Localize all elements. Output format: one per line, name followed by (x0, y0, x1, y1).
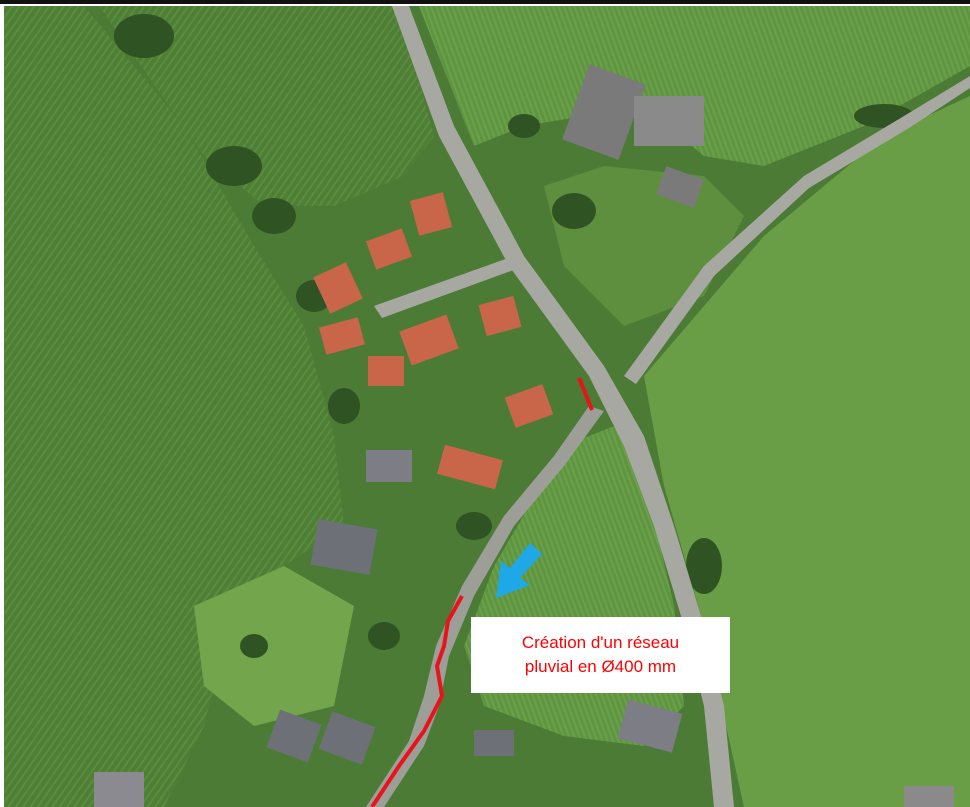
side-road-right (624, 76, 970, 384)
aerial-photo (4, 6, 970, 807)
annotation-box: Création d'un réseau pluvial en Ø400 mm (471, 617, 730, 693)
annotation-line-1: Création d'un réseau (521, 633, 680, 652)
field-top (99, 6, 434, 206)
tree-lines (114, 14, 914, 658)
pipe-segment-short (577, 377, 594, 411)
annotation-line-2: pluvial en Ø400 mm (524, 657, 677, 676)
aerial-map: Création d'un réseau pluvial en Ø400 mm (4, 6, 970, 807)
field-left (4, 6, 344, 807)
top-border (0, 0, 970, 4)
lane (366, 406, 604, 807)
pipe-segment-long (370, 595, 464, 807)
lawn-bottom-left (194, 566, 354, 726)
main-road (392, 6, 734, 807)
houses (94, 64, 954, 807)
arrow-down-left-icon (496, 543, 542, 598)
residential-street (374, 256, 519, 318)
field-top-right (419, 6, 970, 166)
